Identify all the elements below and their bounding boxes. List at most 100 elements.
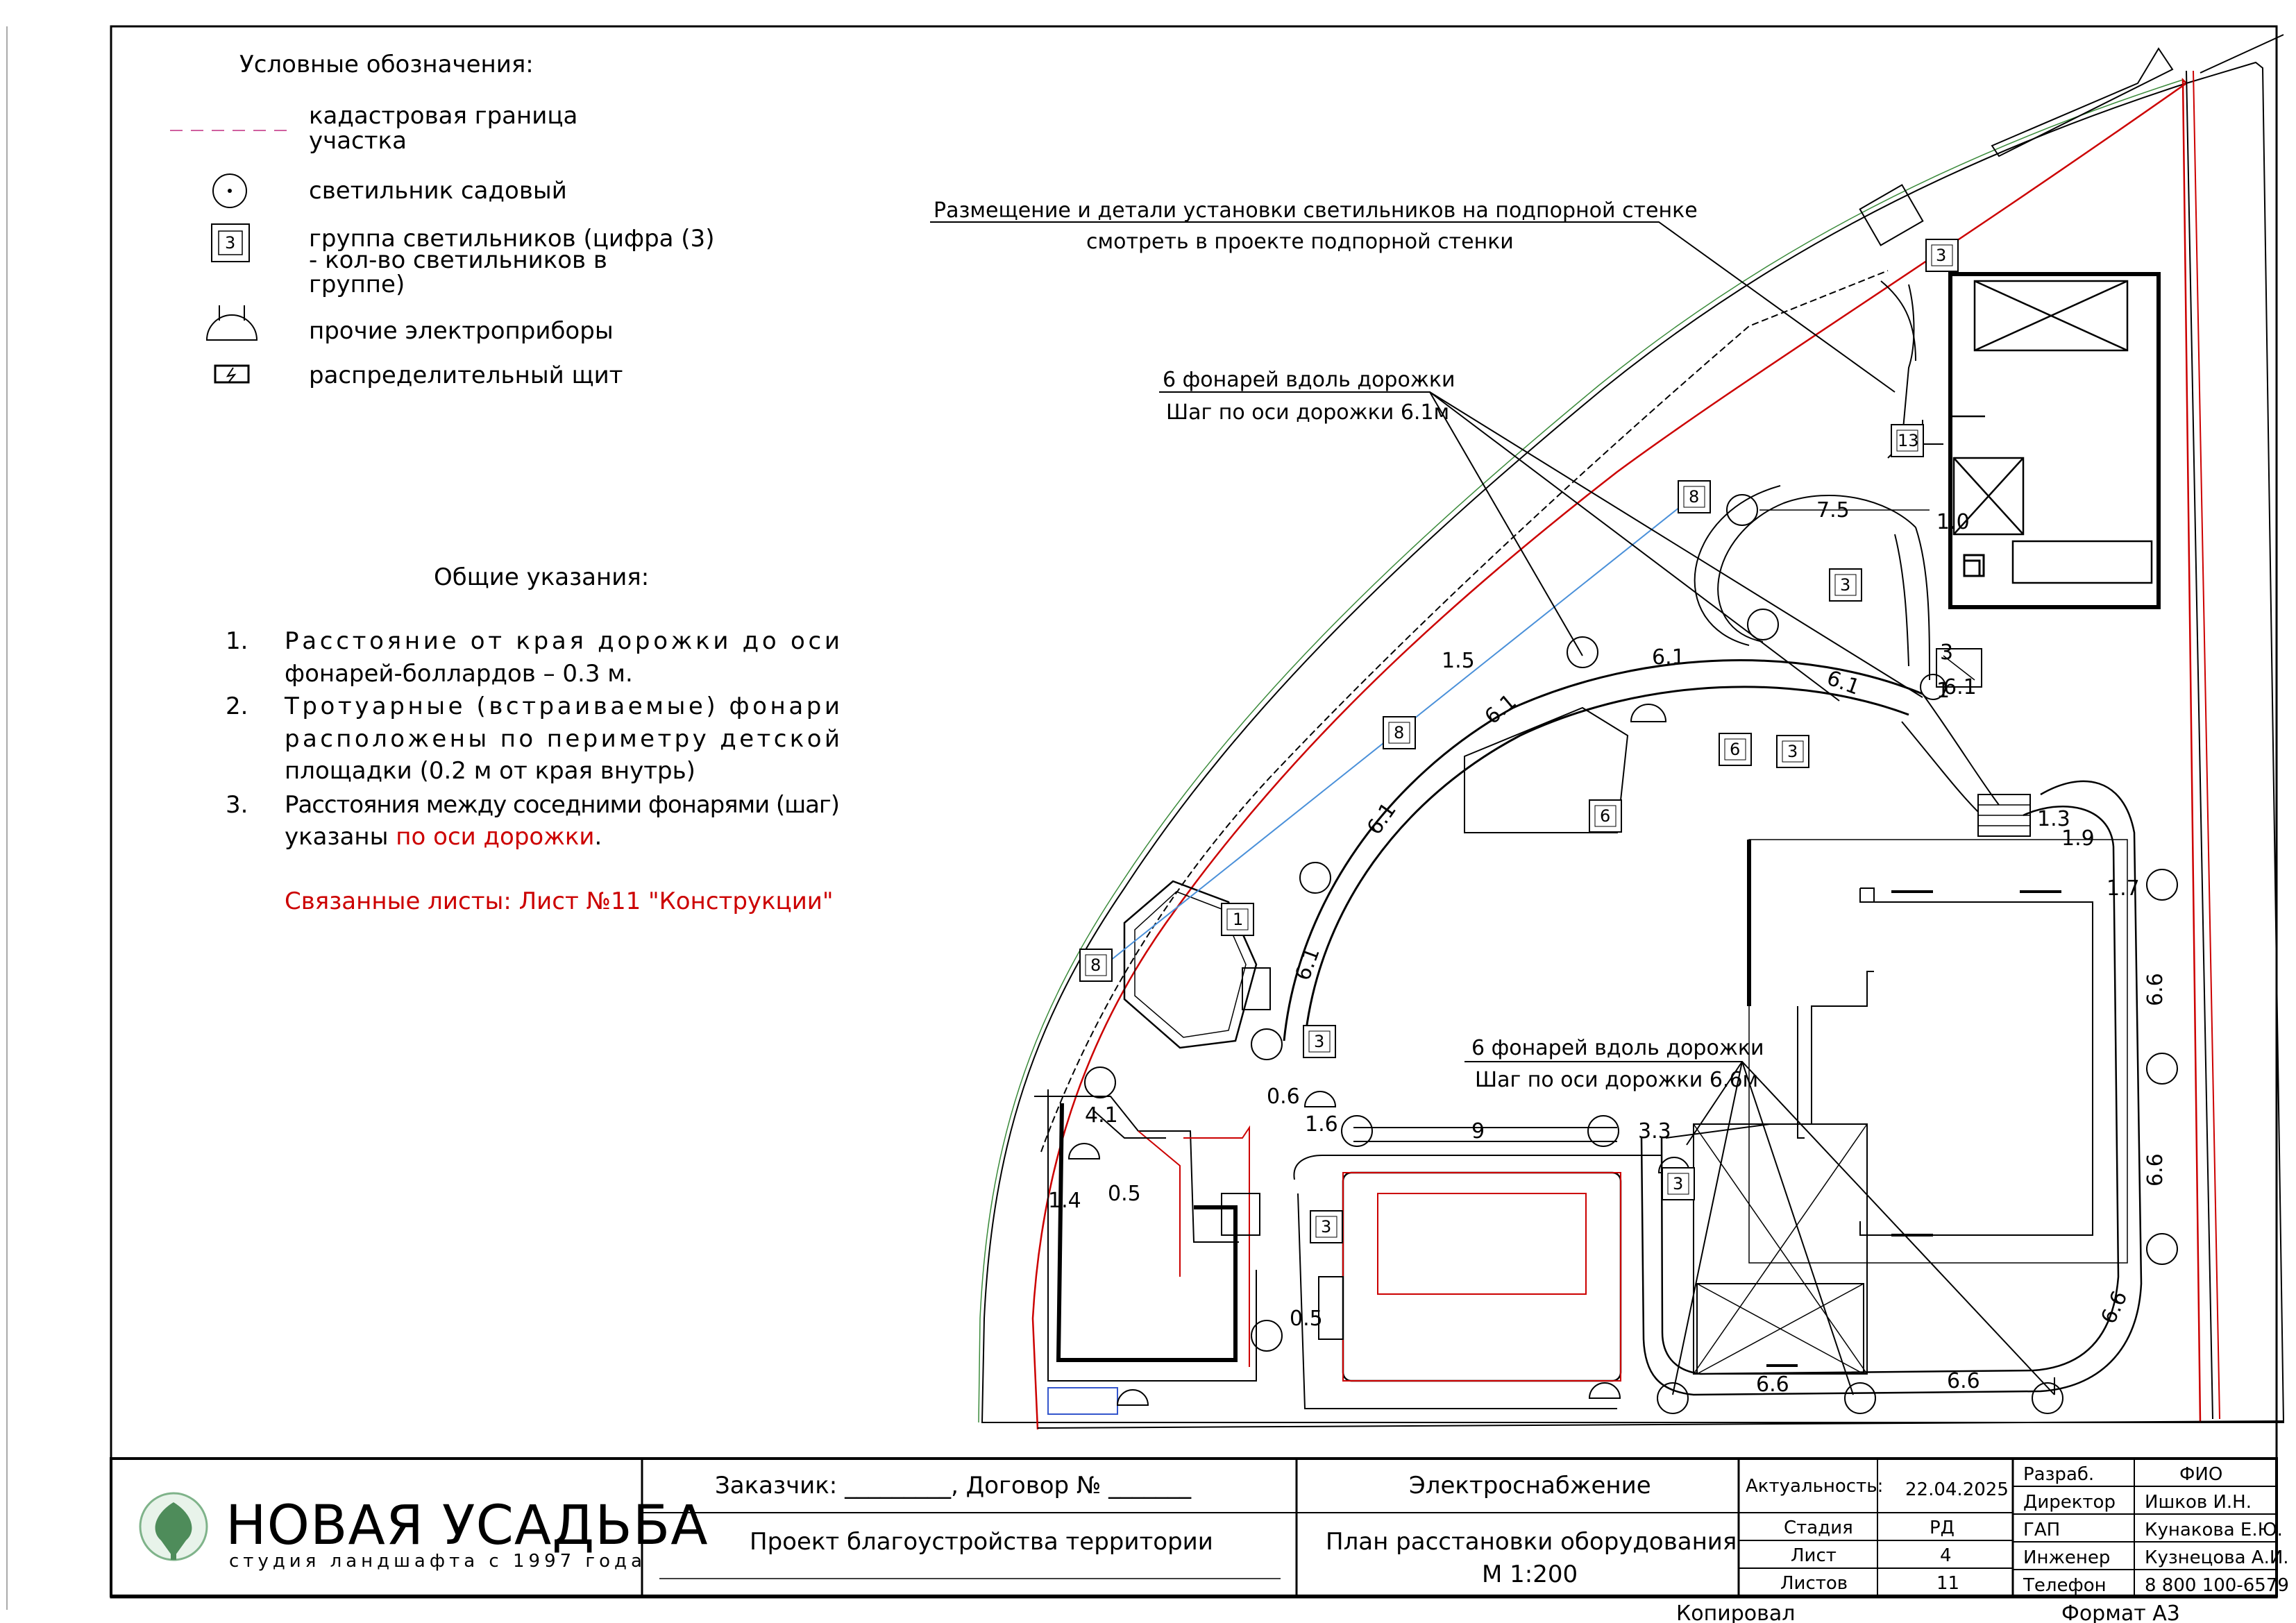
other-device-icon — [1067, 1143, 1101, 1159]
stage-value: РД — [1930, 1518, 1955, 1538]
role-label: Разраб. — [2023, 1464, 2094, 1485]
general-notes: Общие указания: 1. Расстояние от края до… — [226, 563, 840, 915]
site-boundary — [981, 61, 2285, 1423]
note-3-line-1: Расстояния между соседними фонарями (шаг… — [285, 791, 840, 819]
pool — [1342, 1171, 1622, 1382]
svg-text:8: 8 — [1689, 487, 1699, 507]
dim-label: 1 — [1936, 679, 1950, 703]
notes-title: Общие указания: — [434, 563, 649, 591]
company-logo: НОВАЯ УСАДЬБА студия ландшафта с 1997 го… — [139, 1492, 708, 1572]
stage-label: Стадия — [1784, 1518, 1853, 1538]
callout-retaining-wall-line-1: Размещение и детали установки светильник… — [934, 198, 1698, 223]
lamp-group-box: 3 — [1925, 239, 1959, 272]
svg-text:6: 6 — [1730, 740, 1740, 759]
role-name: ФИО — [2179, 1464, 2222, 1485]
logo-sub-text: студия ландшафта с 1997 года — [229, 1551, 646, 1572]
svg-text:8: 8 — [1090, 955, 1101, 975]
role-name: 8 800 100-6579 — [2145, 1575, 2289, 1596]
lamp-group-box: 3 — [1662, 1167, 1695, 1200]
garden-lamp-icon — [1726, 494, 1758, 526]
main-house — [1747, 839, 2128, 1264]
callout-path-top-line-1: 6 фонарей вдоль дорожки — [1163, 368, 1455, 392]
lamp-group-box: 3 — [1829, 568, 1862, 602]
callout-path-bottom-line-1: 6 фонарей вдоль дорожки — [1471, 1036, 1764, 1060]
role-name: Кузнецова А.И. — [2145, 1547, 2289, 1568]
garden-lamp-icon — [2146, 869, 2178, 901]
dim-label: 0.5 — [1108, 1182, 1141, 1206]
east-fence — [2186, 70, 2213, 1420]
garden-lamp-icon — [1299, 862, 1331, 894]
svg-text:3: 3 — [1840, 575, 1850, 595]
note-1-line-1: Расстояние от края дорожки до оси — [285, 627, 840, 655]
cadastral-boundary — [1031, 77, 2202, 1430]
role-label: ГАП — [2023, 1520, 2060, 1540]
dim-label: 4.1 — [1085, 1103, 1118, 1128]
lamp-group-box: 8 — [1079, 949, 1113, 982]
legend-label-cadastral: кадастровая граница участка — [309, 102, 585, 155]
lamp-group-box: 6 — [1719, 733, 1752, 766]
dim-label: 6.6 — [2143, 1153, 2168, 1187]
callout-retaining-wall-line-2: смотреть в проекте подпорной стенки — [1086, 230, 1514, 254]
callouts: Размещение и детали установки светильник… — [934, 198, 1764, 1092]
leader-lines — [930, 221, 2055, 1395]
lamp-group-box: 8 — [1383, 716, 1416, 749]
dim-label: 9 — [1471, 1119, 1485, 1144]
dim-label: 1.5 — [1442, 649, 1475, 673]
sheets-label: Листов — [1780, 1573, 1848, 1594]
lamp-group-box: 6 — [1589, 799, 1622, 833]
garden-lamp-icon — [1747, 609, 1779, 640]
customer-field: Заказчик: _________, Договор № _______ — [715, 1472, 1192, 1499]
section-name: Электроснабжение — [1409, 1472, 1651, 1499]
note-2-number: 2. — [226, 692, 248, 720]
dim-label: 6.6 — [2143, 973, 2168, 1006]
play-area — [1464, 706, 1629, 833]
svg-text:3: 3 — [1936, 246, 1946, 265]
garden-lamp-icon — [1567, 636, 1598, 668]
actuality-value: 22.04.2025 — [1905, 1479, 2009, 1500]
sheets-value: 11 — [1936, 1573, 1959, 1594]
svg-text:13: 13 — [1898, 431, 1919, 450]
format-label: Формат А3 — [2061, 1601, 2180, 1623]
garden-lamp-icon — [1084, 1067, 1116, 1098]
other-device-icon — [1588, 1382, 1621, 1399]
green-outline — [978, 79, 2184, 1423]
role-label: Телефон — [2023, 1575, 2107, 1596]
dim-label: 6.1 — [1943, 675, 1977, 699]
dim-label: 0.5 — [1290, 1307, 1323, 1331]
svg-text:6: 6 — [1600, 806, 1610, 826]
legend: Условные обозначения: кадастровая границ… — [170, 51, 722, 389]
legend-label-lamp-group: группа светильников (цифра (3) - кол-во … — [309, 225, 722, 298]
main-arc-path-inner — [1303, 686, 1909, 1042]
dim-label: 1.7 — [2107, 876, 2140, 901]
sheet-title-line-1: План расстановки оборудования — [1326, 1528, 1737, 1556]
garden-lamp-icon — [1657, 1382, 1689, 1414]
dim-label: 6.6 — [1756, 1373, 1789, 1397]
dim-label: 1.3 — [2037, 807, 2070, 831]
garden-lamp-icon — [2146, 1053, 2178, 1085]
note-3-highlight: по оси дорожки — [396, 823, 594, 851]
dim-label: 6.6 — [2097, 1287, 2133, 1327]
note-2-line-2: расположены по периметру детской — [285, 725, 840, 753]
plan-group-boxes: 3 13 8 3 8 6 3 6 1 8 3 3 3 — [1079, 239, 1959, 1243]
legend-label-distribution-board: распределительный щит — [309, 362, 623, 389]
lamp-group-box: 8 — [1678, 480, 1711, 513]
dim-label: 1.4 — [1048, 1189, 1081, 1213]
main-arc-path-outer — [1283, 659, 1923, 1042]
callout-path-bottom-line-2: Шаг по оси дорожки 6.6м — [1475, 1068, 1758, 1092]
role-name: Ишков И.Н. — [2145, 1492, 2252, 1513]
lamp-group-box: 3 — [1776, 735, 1809, 768]
svg-text:1: 1 — [1233, 910, 1243, 929]
role-label: Инженер — [2023, 1547, 2110, 1568]
sheet-value: 4 — [1940, 1545, 1952, 1566]
note-3-line-2: указаны по оси дорожки. — [285, 823, 602, 851]
note-1-line-2: фонарей-боллардов – 0.3 м. — [285, 660, 633, 688]
role-name: Кунакова Е.Ю. — [2145, 1520, 2283, 1540]
retaining-wall — [1040, 270, 1889, 1153]
garden-lamp-icon — [1920, 674, 1946, 700]
dim-label: 6.1 — [1823, 666, 1863, 700]
sheet-title-line-2: М 1:200 — [1482, 1561, 1578, 1588]
dim-label: 6.6 — [1947, 1369, 1980, 1393]
garden-lamp-icon — [1251, 1320, 1283, 1352]
svg-text:3: 3 — [1787, 742, 1798, 761]
